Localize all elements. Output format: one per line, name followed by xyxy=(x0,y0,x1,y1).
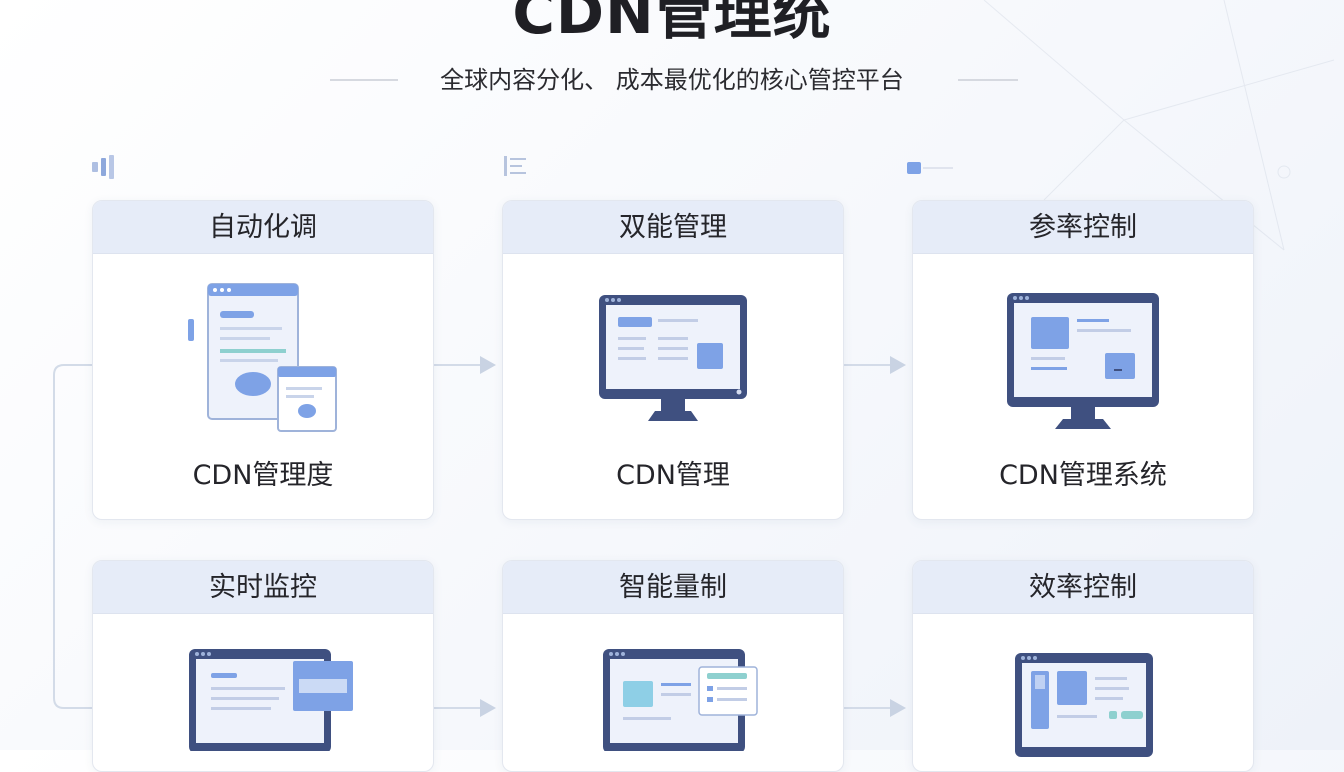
background-network-lines xyxy=(983,0,1335,251)
card-header: 双能管理 xyxy=(503,201,843,254)
monitor-icon xyxy=(1015,653,1153,757)
slider-dot-icon xyxy=(907,162,953,174)
card-header: 效率控制 xyxy=(913,561,1253,614)
card-header: 自动化调 xyxy=(93,201,433,254)
monitor-icon xyxy=(189,649,353,751)
monitor-icon xyxy=(603,649,758,751)
subtitle-divider-right xyxy=(958,79,1018,81)
card-smart-metering[interactable]: 智能量制 xyxy=(502,560,844,772)
card-realtime-monitoring[interactable]: 实时监控 xyxy=(92,560,434,772)
card-label: CDN管理系统 xyxy=(999,460,1167,491)
card-auto-dispatch[interactable]: 自动化调 CDN管理度 xyxy=(92,200,434,520)
subtitle-row: 全球内容分化、 成本最优化的核心管控平台 xyxy=(0,62,1344,98)
monitor-icon xyxy=(599,295,747,421)
card-header: 参率控制 xyxy=(913,201,1253,254)
card-header: 实时监控 xyxy=(93,561,433,614)
page-title: CDN管理统 xyxy=(512,0,832,47)
signal-bars-icon xyxy=(92,155,114,179)
card-efficiency-control[interactable]: 效率控制 xyxy=(912,560,1254,772)
card-dual-management[interactable]: 双能管理 CDN管理 xyxy=(502,200,844,520)
card-header: 智能量制 xyxy=(503,561,843,614)
monitor-icon xyxy=(1007,293,1159,429)
document-window-icon xyxy=(188,283,337,432)
page-subtitle: 全球内容分化、 成本最优化的核心管控平台 xyxy=(440,66,904,94)
subtitle-divider-left xyxy=(330,79,398,81)
card-rate-control[interactable]: 参率控制 CDN管理系统 xyxy=(912,200,1254,520)
card-label: CDN管理度 xyxy=(192,460,334,491)
card-label: CDN管理 xyxy=(616,460,730,491)
list-lines-icon xyxy=(504,156,526,176)
